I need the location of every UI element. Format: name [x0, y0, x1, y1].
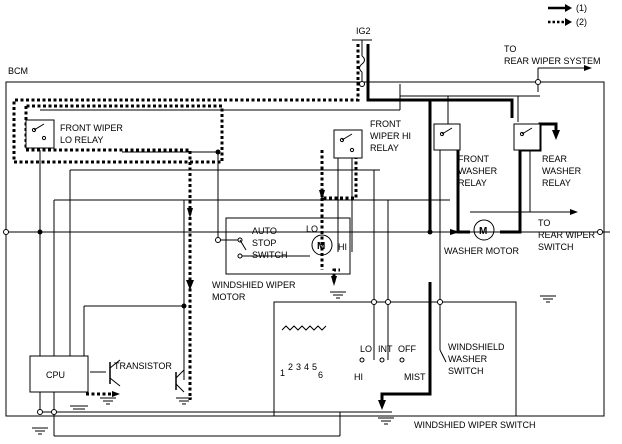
washer-motor-icon: [473, 219, 495, 241]
front-washer-relay: FRONT WASHER RELAY: [433, 123, 498, 188]
transistor-label: TRANSISTOR: [114, 361, 172, 371]
hi-relay-label-2: WIPER HI: [370, 131, 411, 141]
washer-switch-label-3: SWITCH: [448, 366, 484, 376]
hi-relay-label-1: FRONT: [370, 119, 401, 129]
washer-relay-label-1: FRONT: [458, 154, 489, 164]
rear-relay-label-3: RELAY: [542, 178, 571, 188]
transistor-block: TRANSISTOR: [114, 361, 185, 393]
wiper-motor-icon: [311, 234, 333, 256]
cpu-block: CPU: [29, 355, 89, 393]
washer-motor-label: WASHER MOTOR: [444, 246, 520, 256]
rear-relay-label-2: WASHER: [542, 166, 582, 176]
auto-stop-label-2: STOP: [252, 238, 276, 248]
front-wiper-lo-relay: FRONT WIPER LO RELAY: [25, 119, 123, 149]
ig2-supply: IG2: [352, 26, 372, 84]
ground-symbols: [32, 291, 556, 435]
windshield-wiper-motor: AUTO STOP SWITCH M LO HI WINDSHIED WIPER…: [212, 217, 351, 302]
switch-pos-lo: LO: [360, 344, 372, 354]
fuse-icon: [359, 55, 365, 73]
int-step-6: 6: [318, 370, 323, 380]
wiper-motor-label-2: MOTOR: [212, 292, 246, 302]
junction-dots: [3, 79, 603, 415]
auto-stop-label-1: AUTO: [252, 226, 277, 236]
rear-washer-relay: REAR WASHER RELAY: [513, 123, 582, 188]
legend-dotted-label: (2): [576, 17, 587, 27]
current-path-2: [12, 44, 360, 400]
int-resistor-icon: [281, 325, 327, 331]
int-step-3: 3: [296, 362, 301, 372]
switch-pos-hi: HI: [354, 372, 363, 382]
switch-pos-mist: MIST: [404, 372, 426, 382]
wiper-hi-label: HI: [338, 242, 347, 252]
int-step-5: 5: [312, 362, 317, 372]
washer-relay-label-2: WASHER: [458, 166, 498, 176]
rear-relay-label-1: REAR: [542, 154, 568, 164]
washer-switch-label-1: WINDSHIELD: [448, 342, 505, 352]
windshield-wiper-switch: WINDSHIED WIPER SWITCH 1 2 3 4 5 6 LO IN…: [273, 301, 536, 430]
int-step-4: 4: [304, 362, 309, 372]
ig2-label: IG2: [356, 26, 371, 36]
int-step-2: 2: [288, 362, 293, 372]
auto-stop-label-3: SWITCH: [252, 250, 288, 260]
int-step-1: 1: [280, 368, 285, 378]
current-path-1: [366, 44, 560, 410]
washer-motor: M WASHER MOTOR: [444, 219, 520, 256]
cpu-label: CPU: [46, 370, 65, 380]
wiper-motor-symbol: M: [317, 241, 325, 252]
rear-system-to: TO: [504, 44, 516, 54]
legend-solid-label: (1): [576, 3, 587, 13]
rear-system-name: REAR WIPER SYSTEM: [504, 56, 601, 66]
wiper-switch-title: WINDSHIED WIPER SWITCH: [414, 420, 536, 430]
washer-switch-label-2: WASHER: [448, 354, 488, 364]
switch-pos-int: INT: [378, 344, 393, 354]
rear-switch-name-1: REAR WIPER: [538, 230, 596, 240]
bcm-label: BCM: [8, 66, 28, 76]
wiper-motor-label-1: WINDSHIED WIPER: [212, 280, 296, 290]
front-wiper-hi-relay: FRONT WIPER HI RELAY: [333, 119, 411, 159]
switch-pos-off: OFF: [398, 344, 416, 354]
lo-relay-label-1: FRONT WIPER: [60, 123, 123, 133]
washer-motor-symbol: M: [479, 226, 487, 237]
legend: (1) (2): [548, 3, 587, 27]
rear-switch-to: TO: [538, 218, 550, 228]
hi-relay-label-3: RELAY: [370, 143, 399, 153]
washer-relay-label-3: RELAY: [458, 178, 487, 188]
lo-relay-label-2: LO RELAY: [60, 135, 103, 145]
wiper-lo-label: LO: [306, 224, 318, 234]
to-rear-wiper-system: TO REAR WIPER SYSTEM: [504, 44, 601, 92]
rear-switch-name-2: SWITCH: [538, 242, 574, 252]
